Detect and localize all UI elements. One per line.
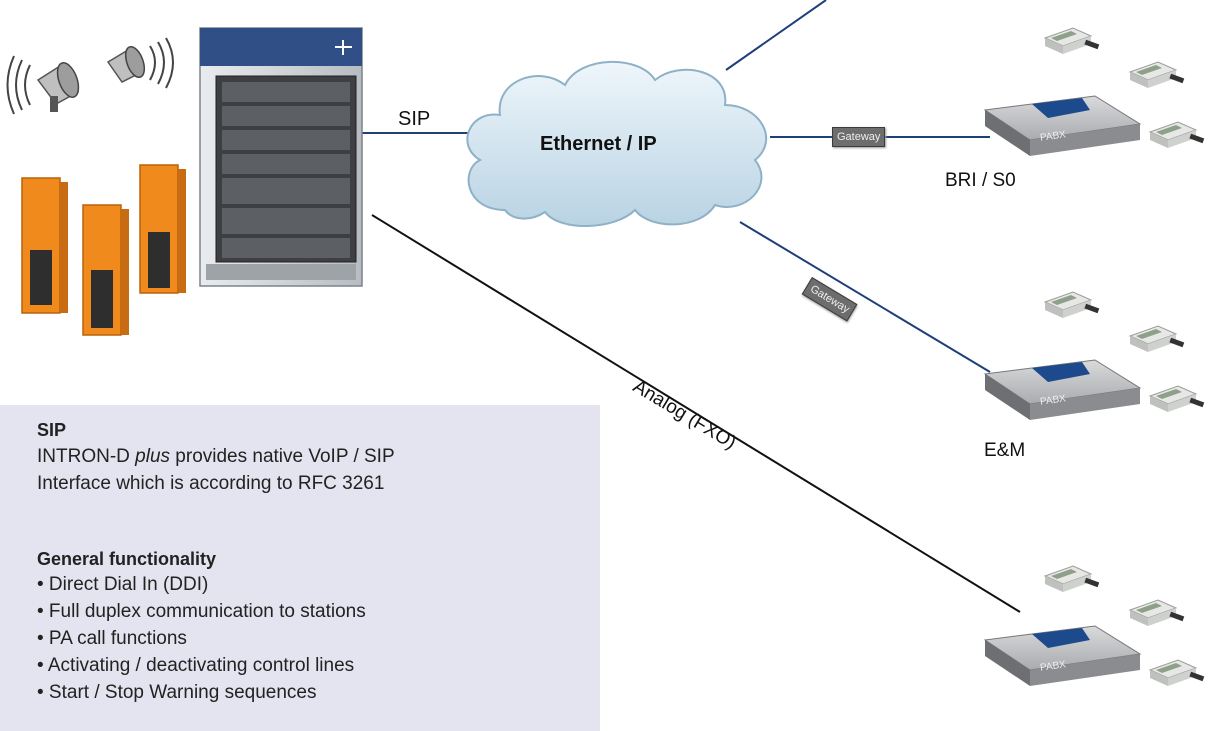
- bullet-item: • Start / Stop Warning sequences: [37, 682, 317, 703]
- line-to-top: [725, 0, 827, 71]
- analog-line: [371, 214, 1021, 613]
- phone-icon: [1149, 659, 1205, 687]
- amplifier-towers-icon: [21, 164, 186, 336]
- pabx-bri-icon: [983, 95, 1142, 156]
- info-line-1-post: provides native VoIP / SIP: [170, 446, 395, 467]
- phone-icon: [1149, 121, 1205, 149]
- info-heading-general: General functionality: [37, 549, 217, 569]
- bullet-item: • Direct Dial In (DDI): [37, 574, 209, 595]
- info-heading-sip: SIP: [37, 420, 67, 440]
- phone-icon: [1129, 325, 1185, 353]
- phone-icon: [1129, 599, 1185, 627]
- server-rack-icon: [199, 27, 363, 287]
- loudspeaker-icon: [6, 37, 174, 115]
- info-line-1-pre: INTRON-D: [37, 446, 136, 467]
- bri-label: BRI / S0: [945, 170, 1016, 191]
- gateway-bri: Gateway: [832, 127, 886, 147]
- cloud-label: Ethernet / IP: [540, 133, 657, 155]
- info-panel: SIP INTRON-D plus provides native VoIP /…: [0, 405, 600, 731]
- phone-icon: [1129, 61, 1185, 89]
- info-line-2: Interface which is according to RFC 3261: [37, 473, 385, 494]
- info-line-1-em: plus: [135, 446, 171, 467]
- ethernet-cloud: [466, 60, 768, 228]
- phone-icon: [1149, 385, 1205, 413]
- pabx-analog-icon: [983, 625, 1142, 686]
- phone-icon: [1044, 27, 1100, 55]
- bullet-item: • PA call functions: [37, 628, 187, 649]
- bullet-item: • Activating / deactivating control line…: [37, 655, 355, 676]
- pabx-em-icon: [983, 359, 1142, 420]
- phone-icon: [1044, 291, 1100, 319]
- phone-icon: [1044, 565, 1100, 593]
- info-line-1: INTRON-D plus provides native VoIP / SIP: [37, 446, 395, 468]
- em-label: E&M: [984, 440, 1026, 461]
- sip-label: SIP: [398, 108, 431, 130]
- em-line: [739, 221, 991, 373]
- bullet-item: • Full duplex communication to stations: [37, 601, 366, 622]
